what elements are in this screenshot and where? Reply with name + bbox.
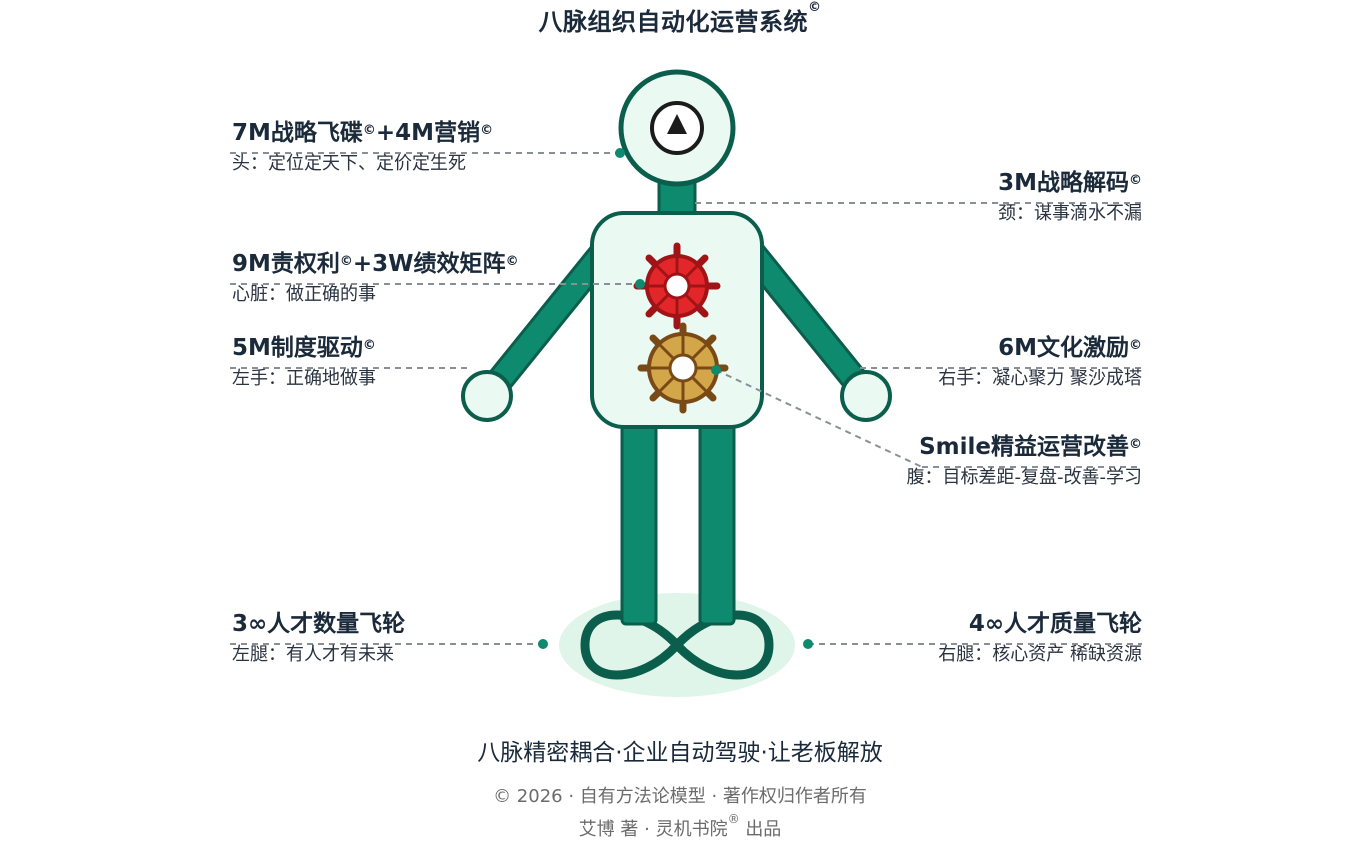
page-title: 八脉组织自动化运营系统© <box>538 0 822 36</box>
gold-gear-icon <box>637 322 729 414</box>
label-abdomen: Smile精益运营改善© 腹：目标差距-复盘-改善-学习 <box>906 434 1142 488</box>
label-right-leg: 4∞人才质量飞轮 右腿：核心资产 稀缺资源 <box>938 611 1142 665</box>
infinity-icon <box>580 610 774 680</box>
leader-lines <box>230 152 1142 645</box>
label-left-leg: 3∞人才数量飞轮 左腿：有人才有未来 <box>232 611 406 665</box>
right-leg <box>698 410 736 626</box>
leader-dots <box>538 148 813 649</box>
label-left-hand: 5M制度驱动© 左手：正确地做事 <box>232 335 376 389</box>
compass-arrow-icon <box>650 101 704 155</box>
tagline: 八脉精密耦合·企业自动驾驶·让老板解放 <box>477 740 883 766</box>
label-right-hand: 6M文化激励© 右手：凝心聚力 聚沙成塔 <box>938 335 1142 389</box>
right-hand <box>840 370 892 422</box>
label-head: 7M战略飞碟©+4M营销© 头：定位定天下、定价定生死 <box>232 120 494 174</box>
red-gear-icon <box>633 242 721 330</box>
left-leg <box>620 410 658 626</box>
label-heart: 9M责权利©+3W绩效矩阵© 心脏：做正确的事 <box>232 251 519 305</box>
left-hand <box>461 370 513 422</box>
footer-copyright: © 2026 · 自有方法论模型 · 著作权归作者所有 <box>493 786 867 807</box>
label-neck: 3M战略解码© 颈：谋事滴水不漏 <box>998 170 1142 224</box>
footer-credit: 艾博 著 · 灵机书院® 出品 <box>578 812 782 840</box>
